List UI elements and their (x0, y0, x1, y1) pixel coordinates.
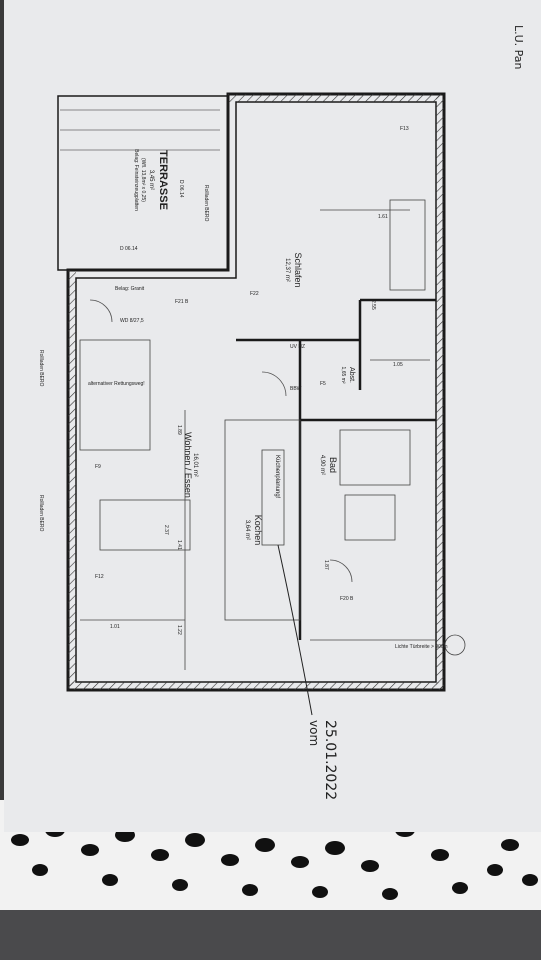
f22-label: F22 (250, 291, 259, 297)
terrace-covering: Belag: Feinsteinzeugplatten (133, 149, 139, 211)
living-area: 16,01 m² (192, 453, 198, 477)
f9-label: F9 (95, 464, 101, 470)
bedroom-name: Schlafen (293, 252, 303, 287)
f12-label: F12 (95, 574, 104, 580)
annotation-arrow (277, 544, 313, 716)
dim-255: 2.55 (370, 300, 376, 310)
dim-187: 1.87 (323, 560, 329, 570)
dim-189: 1.89 (176, 425, 182, 435)
dim-161: 1.61 (378, 214, 388, 220)
inner-wall-line (75, 101, 437, 683)
dim-237: 2.37 (163, 525, 169, 535)
f13-label: F13 (400, 126, 409, 132)
dining-table (99, 499, 191, 551)
f5-label: F5 (320, 381, 326, 387)
rollladen-bottom: Rollladen BERO (38, 495, 44, 532)
bedroom-area: 12,37 m² (284, 258, 290, 282)
belag-granit: Belag: Granit (115, 286, 145, 292)
handwritten-prefix: vom (307, 720, 321, 746)
kitchen-area: 3,64 m² (244, 520, 250, 540)
door-swing-bedroom (261, 371, 287, 397)
wall-hatch-top (228, 94, 444, 102)
dim-101: 1.01 (110, 624, 120, 630)
f21b-label: F21 B (175, 299, 189, 305)
furniture-block (79, 339, 151, 451)
kitchen-note-box (261, 449, 285, 546)
living-name: Wohnen / Essen (183, 432, 193, 498)
uv-label: UV HZ (290, 344, 305, 350)
outer-wall (66, 92, 446, 692)
paper-sheet (4, 0, 541, 832)
dim-141: 1.41 (176, 540, 182, 550)
d0614-a: D 06.14 (178, 180, 184, 198)
handwritten-date: 25.01.2022 (322, 720, 338, 800)
lichte-tuerbreite: Lichte Türbreite > 90cm (395, 644, 448, 650)
kitchen-counter (224, 419, 301, 621)
wd-label: WD 8/27,5 (120, 318, 144, 324)
rollladen-left: Rollladen BERO (38, 350, 44, 387)
bed-outline (389, 199, 426, 291)
f20b-label: F20 B (340, 596, 354, 602)
terrace-name: TERRASSE (157, 150, 169, 210)
bath-name: Bad (328, 457, 338, 473)
wall-hatch-bottom (68, 682, 444, 690)
wall-hatch-right (436, 94, 444, 690)
terrace-outline (57, 95, 229, 271)
north-marker (444, 634, 466, 656)
wall-hatch-left (68, 270, 76, 690)
d0614-b: D 06.14 (120, 246, 138, 252)
dim-105: 1.05 (393, 362, 403, 368)
dim-122: 1.22 (176, 625, 182, 635)
bath-area: 4,90 m² (319, 455, 325, 475)
corner-handwriting: L.U. Pan (512, 25, 525, 70)
terrace-note: (Wfl. 13,8m² x 0,25) (140, 158, 146, 202)
bbw-label: BBW (290, 386, 302, 392)
shower (344, 494, 396, 541)
rettungsweg-note: alternativer Rettungsweg! (88, 381, 145, 387)
rollladen-top: Rollladen BERO (203, 185, 209, 222)
kitchen-planning-note: Küchenplanung! (274, 455, 280, 499)
terrace-grid (60, 109, 220, 151)
door-swing-terrace (89, 299, 113, 323)
kitchen-name: Kochen (253, 515, 263, 546)
storage-name: Abst. (348, 367, 355, 383)
bathtub (339, 429, 411, 486)
storage-area: 1,65 m² (340, 367, 346, 384)
door-swing-bath (329, 559, 353, 583)
terrace-area: 3,45 m² (148, 170, 154, 190)
